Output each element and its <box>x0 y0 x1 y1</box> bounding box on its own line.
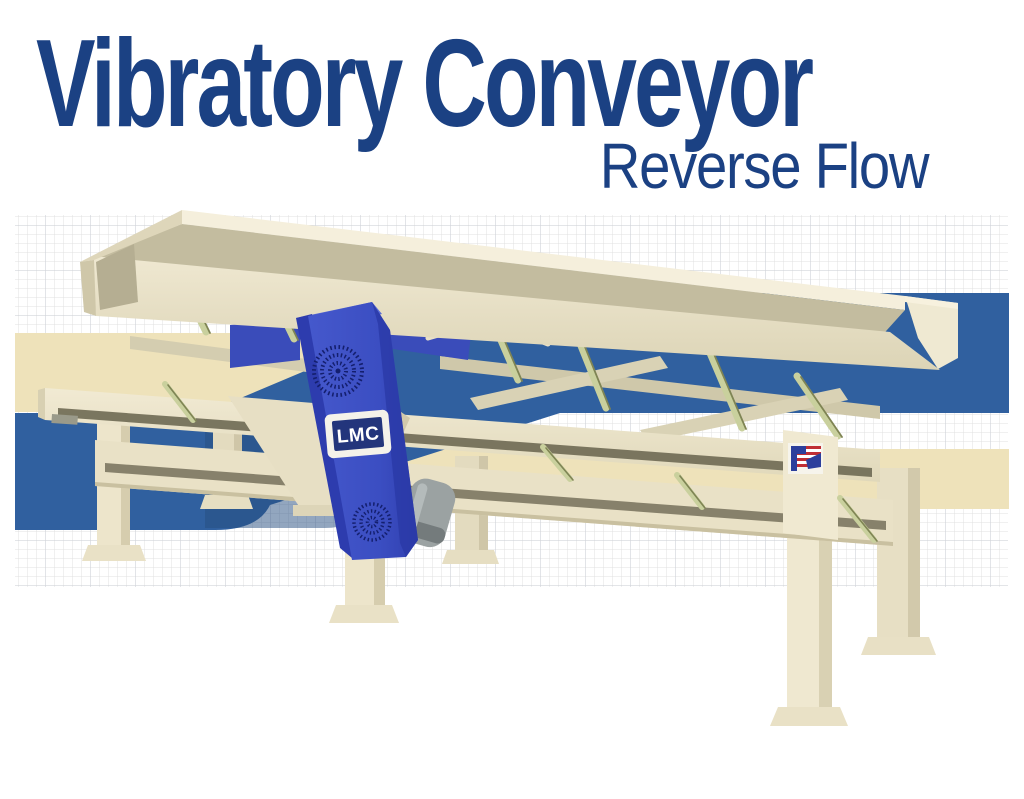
lower-springs <box>162 381 878 543</box>
us-flag-icon <box>788 443 823 474</box>
lmc-logo-text: LMC <box>336 423 380 448</box>
drive-housing: LMC <box>296 302 418 560</box>
page-subtitle: Reverse Flow <box>599 130 930 202</box>
conveyor-trough <box>80 210 958 370</box>
vent-icon-top <box>312 345 364 397</box>
lmc-logo: LMC <box>324 409 392 459</box>
page-title: Vibratory Conveyor <box>36 15 814 153</box>
vent-icon-bottom <box>352 502 392 542</box>
